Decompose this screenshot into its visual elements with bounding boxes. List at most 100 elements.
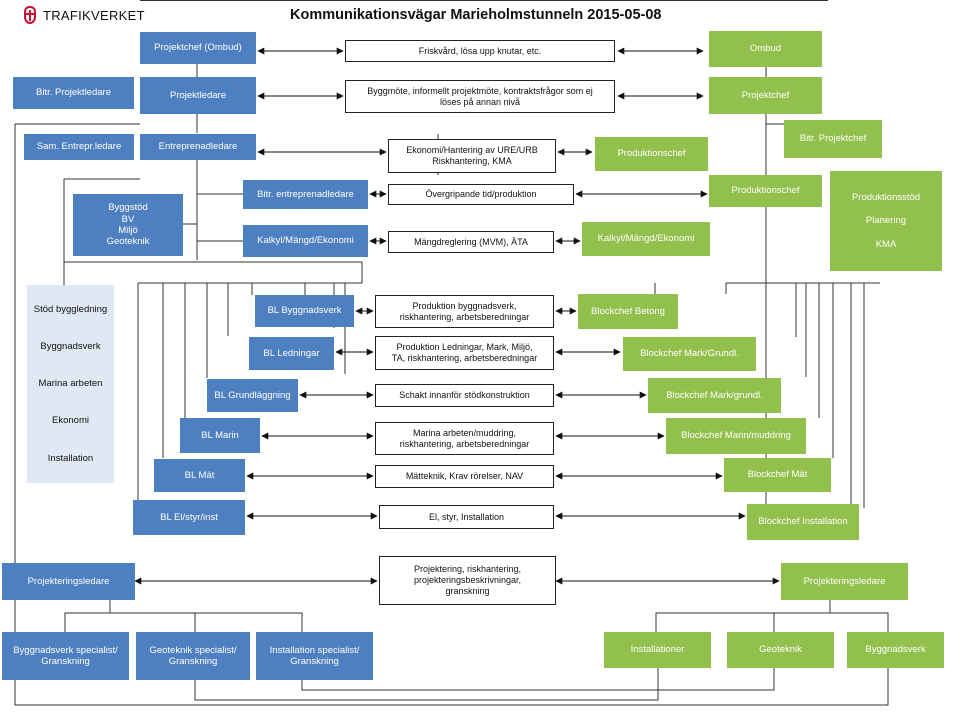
box-produktionschef-1: Produktionschef: [595, 137, 708, 171]
box-label: Planering: [865, 215, 907, 227]
box-bl-byggnadsverk: BL Byggnadsverk: [255, 295, 354, 327]
box-projektchef-ombud: Projektchef (Ombud): [140, 32, 256, 64]
comm-text: Övergripande tid/produktion: [425, 189, 537, 200]
box-label: Projektchef: [741, 89, 790, 101]
box-bl-ledningar: BL Ledningar: [249, 337, 334, 370]
comm-box-r5: Mängdreglering (MVM), ÄTA: [388, 231, 554, 253]
box-label: Granskning: [290, 656, 339, 667]
box-label: Sam. Entrepr.ledare: [36, 141, 122, 153]
box-label: Blockchef Betong: [591, 305, 665, 317]
box-label: Geoteknik: [106, 236, 150, 248]
comm-text: Byggmöte, informellt projektmöte, kontra…: [367, 85, 593, 96]
comm-box-r4: Övergripande tid/produktion: [388, 184, 574, 205]
stod-item: Installation: [47, 452, 94, 464]
comm-text: löses på annan nivå: [439, 96, 521, 107]
box-geoteknik-specialist: Geoteknik specialist/ Granskning: [136, 632, 250, 680]
box-blockchef-marin: Blockchef Marin/muddring: [666, 418, 806, 454]
box-label: Blockchef Mark/grundl.: [666, 389, 763, 401]
box-label: BL Grundläggning: [214, 389, 291, 401]
box-label: Blockchef Marin/muddring: [681, 430, 791, 442]
comm-text: Produktion Ledningar, Mark, Miljö,: [396, 342, 533, 353]
box-label: Miljö: [118, 225, 138, 236]
comm-text: granskning: [445, 585, 490, 596]
box-label: Bitr. Projektchef: [799, 133, 867, 145]
box-label: Byggnadsverk specialist/: [13, 644, 118, 656]
box-label: BV: [121, 213, 135, 225]
stod-item: Byggnadsverk: [40, 341, 101, 353]
box-label: Kalkyl/Mängd/Ekonomi: [257, 235, 354, 247]
box-label: Produktionsstöd: [851, 191, 921, 203]
box-label: BL Byggnadsverk: [267, 305, 342, 317]
box-label: Kalkyl/Mängd/Ekonomi: [597, 233, 695, 245]
comm-text: El, styr, Installation: [428, 511, 505, 522]
comm-text: Ekonomi/Hantering av URE/URB: [406, 145, 538, 156]
box-stod-byggledning: Stöd byggledning Byggnadsverk Marina arb…: [27, 285, 114, 483]
box-bitr-entreprenadledare: Bitr. entreprenadledare: [243, 180, 368, 209]
box-label: KMA: [875, 238, 897, 250]
comm-box-r9: Marina arbeten/muddring, riskhantering, …: [375, 422, 554, 455]
comm-text: Mätteknik, Krav rörelser, NAV: [405, 471, 524, 482]
logo-text: TRAFIKVERKET: [43, 7, 145, 23]
box-label: Blockchef Mät: [747, 469, 808, 481]
box-blockchef-mat: Blockchef Mät: [724, 458, 831, 492]
box-label: Installationer: [630, 644, 685, 656]
page-title: Kommunikationsvägar Marieholmstunneln 20…: [290, 7, 662, 23]
box-label: Bitr. Projektledare: [36, 87, 111, 99]
comm-text: projekteringsbeskrivningar,: [413, 575, 522, 586]
box-label: BL El/styr/inst: [160, 511, 218, 523]
box-label: Projektledare: [170, 89, 226, 101]
trafikverket-emblem-icon: [24, 6, 36, 24]
comm-box-r8: Schakt innanför stödkonstruktion: [375, 384, 554, 407]
box-kalkyl-left: Kalkyl/Mängd/Ekonomi: [243, 225, 368, 257]
trafikverket-logo: TRAFIKVERKET: [22, 6, 145, 24]
box-label: Projekteringsledare: [27, 575, 110, 587]
stod-item: Marina arbeten: [38, 378, 103, 390]
box-byggnadsverk-right: Byggnadsverk: [847, 632, 944, 668]
box-byggnadsverk-specialist: Byggnadsverk specialist/ Granskning: [2, 632, 129, 680]
box-label: Bitr. entreprenadledare: [257, 188, 354, 200]
comm-text: Friskvård, lösa upp knutar, etc.: [418, 45, 542, 56]
box-label: BL Marin: [201, 429, 239, 441]
comm-box-r2: Byggmöte, informellt projektmöte, kontra…: [345, 80, 615, 113]
box-blockchef-betong: Blockchef Betong: [578, 294, 678, 329]
box-installation-specialist: Installation specialist/ Granskning: [256, 632, 373, 680]
comm-text: Mängdreglering (MVM), ÄTA: [414, 236, 528, 247]
box-label: Granskning: [168, 656, 218, 667]
box-bl-el-styr-inst: BL El/styr/inst: [133, 500, 245, 535]
comm-box-r1: Friskvård, lösa upp knutar, etc.: [345, 40, 615, 62]
stod-item: Stöd byggledning: [33, 303, 108, 315]
box-byggstod: Byggstöd BV Miljö Geoteknik: [73, 194, 183, 256]
box-label: Geoteknik specialist/: [149, 644, 237, 656]
box-kalkyl-right: Kalkyl/Mängd/Ekonomi: [582, 222, 710, 256]
box-installationer: Installationer: [604, 632, 711, 668]
box-bl-marin: BL Marin: [180, 418, 260, 453]
box-label: Projekteringsledare: [803, 575, 886, 587]
box-label: Byggnadsverk: [865, 644, 926, 656]
box-label: Entreprenadledare: [158, 141, 238, 153]
comm-box-r11: El, styr, Installation: [379, 505, 554, 529]
comm-text: Projektering, riskhantering,: [413, 564, 522, 575]
box-entreprenadledare: Entreprenadledare: [140, 134, 256, 160]
box-bl-mat: BL Mät: [154, 459, 245, 492]
box-ombud: Ombud: [709, 31, 822, 67]
comm-box-r12: Projektering, riskhantering, projekterin…: [379, 556, 556, 605]
box-label: Geoteknik: [759, 644, 802, 656]
box-blockchef-mark-grundl-2: Blockchef Mark/grundl.: [648, 378, 781, 413]
box-blockchef-mark-grundl-1: Blockchef Mark/Grundl.: [623, 337, 756, 371]
box-bl-grundlaggning: BL Grundläggning: [207, 379, 298, 412]
box-projekteringsledare-right: Projekteringsledare: [781, 563, 908, 600]
box-geoteknik-right: Geoteknik: [727, 632, 834, 668]
box-produktionschef-2: Produktionschef: [709, 175, 822, 207]
comm-text: TA, riskhantering, arbetsberedningar: [391, 353, 538, 363]
box-label: Byggstöd: [108, 202, 148, 214]
box-label: Ombud: [749, 43, 782, 55]
comm-box-r10: Mätteknik, Krav rörelser, NAV: [375, 465, 554, 488]
box-label: BL Mät: [184, 469, 215, 481]
box-label: Produktionschef: [731, 185, 800, 197]
box-projektchef-right: Projektchef: [709, 77, 822, 114]
box-label: Blockchef Installation: [758, 516, 848, 528]
box-bitr-projektledare: Bitr. Projektledare: [13, 77, 134, 109]
box-sam-entrepr-ledare: Sam. Entrepr.ledare: [24, 134, 134, 160]
